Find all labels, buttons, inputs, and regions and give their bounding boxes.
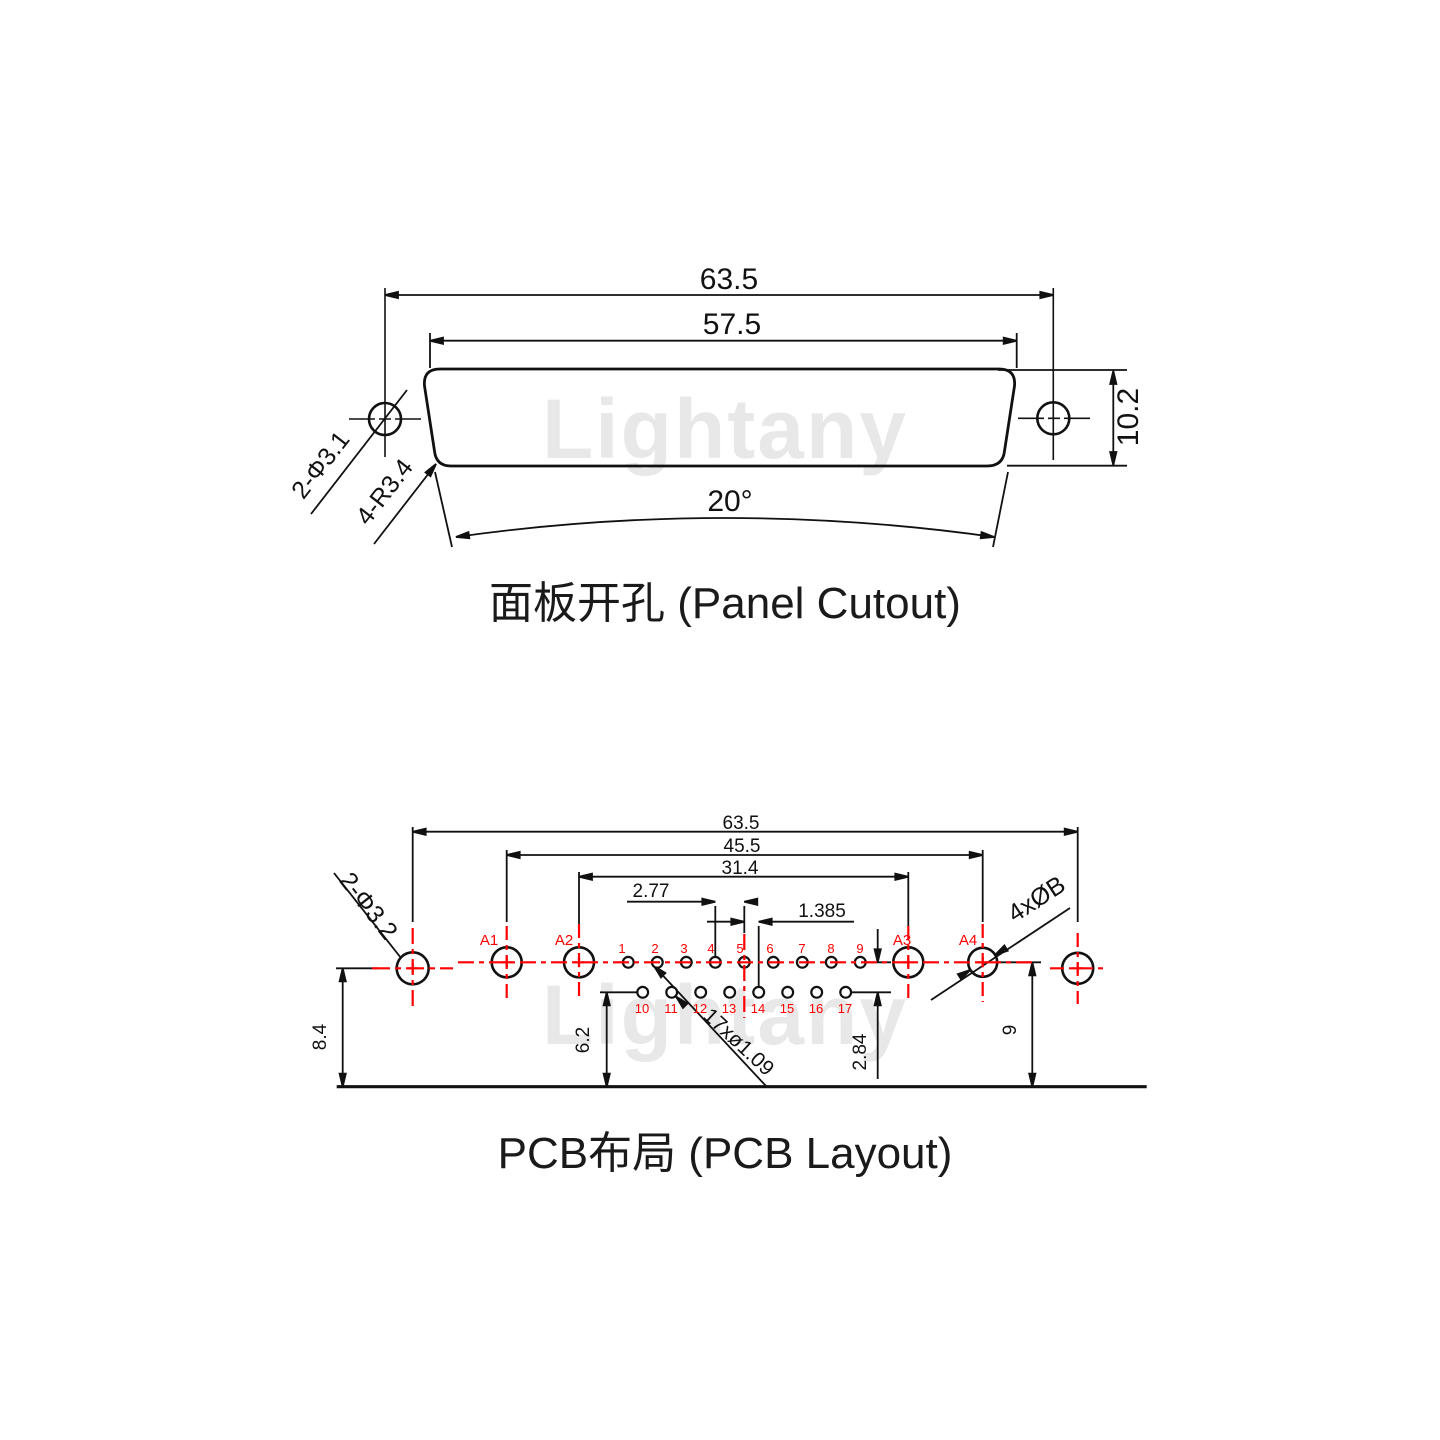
panel-mount-hole-right <box>1018 288 1090 460</box>
panel-dim-outer-width-label: 63.5 <box>700 263 758 296</box>
pcb-dim-a1-a4-label: 45.5 <box>724 836 761 857</box>
pin-number-7: 7 <box>798 941 805 956</box>
pcb-dim-row-to-edge-label: 6.2 <box>573 1027 594 1053</box>
pin-number-10: 10 <box>635 1001 649 1016</box>
pin-number-4: 4 <box>707 941 714 956</box>
panel-mount-hole-left <box>349 288 421 457</box>
pcb-dim-hole-to-edge-label: 8.4 <box>310 1023 331 1050</box>
pin-number-16: 16 <box>809 1001 823 1016</box>
panel-mount-holes-callout: 2-Φ3.1 <box>286 426 355 504</box>
pcb-dim-a2-a3-label: 31.4 <box>722 858 759 879</box>
pcb-dim-outer-span-label: 63.5 <box>723 813 760 834</box>
watermark-bottom: Lightany <box>542 968 908 1062</box>
pad-label-a1: A1 <box>480 932 498 949</box>
pin-number-12: 12 <box>693 1001 707 1016</box>
watermark-top: Lightany <box>542 382 908 476</box>
pin-number-9: 9 <box>856 941 863 956</box>
panel-dim-height <box>998 369 1127 467</box>
pcb-dim-pin-pitch-label: 2.77 <box>633 881 670 902</box>
red-centerlines <box>372 924 1105 1018</box>
pad-label-a2: A2 <box>555 932 573 949</box>
pin-number-15: 15 <box>780 1001 794 1016</box>
pin-number-13: 13 <box>722 1001 736 1016</box>
pin-number-6: 6 <box>766 941 773 956</box>
panel-cutout-outline <box>423 367 1016 468</box>
pin-number-17: 17 <box>838 1001 852 1016</box>
pcb-layout-title: PCB布局 (PCB Layout) <box>498 1129 953 1178</box>
pin-number-1: 1 <box>618 941 625 956</box>
panel-dim-height-label: 10.2 <box>1112 388 1145 446</box>
pcb-dim-row-spacing-label: 2.84 <box>850 1033 871 1070</box>
pcb-mount-holes-callout: 2-Φ3.2 <box>334 867 403 945</box>
panel-dim-cutout-width <box>429 333 1018 368</box>
pin-number-5: 5 <box>736 941 743 956</box>
pin-number-14: 14 <box>751 1001 765 1016</box>
panel-dim-cutout-width-label: 57.5 <box>703 308 761 341</box>
panel-dim-outer-width <box>384 290 1055 300</box>
panel-dim-angle-label: 20° <box>707 485 752 518</box>
panel-cutout-title: 面板开孔 (Panel Cutout) <box>489 579 961 628</box>
pcb-dim-row-offset-label: 1.385 <box>798 901 846 922</box>
panel-corner-radius-callout: 4-R3.4 <box>351 454 419 530</box>
pin-number-2: 2 <box>651 941 658 956</box>
panel-leader-radius <box>373 461 440 545</box>
pin-number-11: 11 <box>664 1001 678 1016</box>
panel-leader-holes <box>310 389 408 515</box>
pad-label-a3: A3 <box>893 932 911 949</box>
panel-cutout-drawing <box>310 288 1127 548</box>
pin-number-3: 3 <box>680 941 687 956</box>
pcb-coax-holes-callout: 4xØB <box>1003 871 1071 929</box>
pcb-dim-a4-to-edge-label: 9 <box>1000 1025 1021 1036</box>
panel-dim-angle <box>434 471 1009 548</box>
pcb-layout-drawing <box>333 827 1147 1089</box>
pin-number-8: 8 <box>827 941 834 956</box>
pad-label-a4: A4 <box>959 932 977 949</box>
